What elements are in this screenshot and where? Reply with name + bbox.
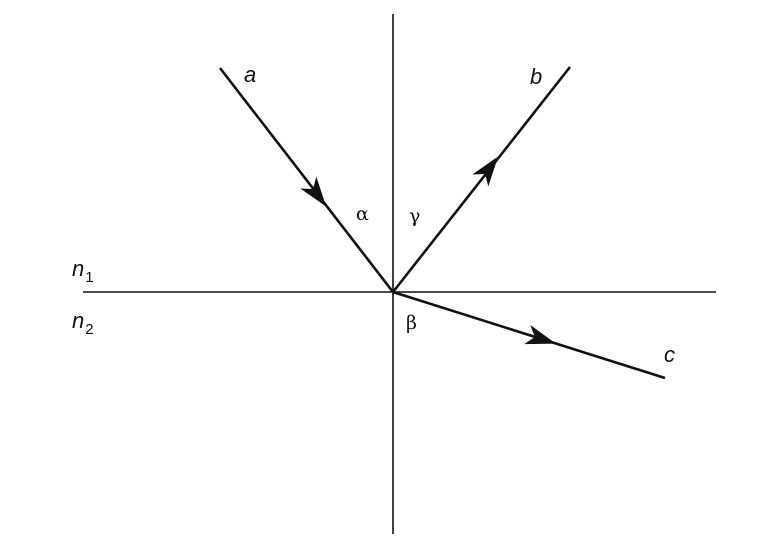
medium-n1-symbol: n [72,256,85,281]
refracted-ray [392,290,666,380]
medium-n2-subscript: 2 [85,321,94,338]
reflected-ray [391,66,572,293]
medium-n1-subscript: 1 [85,269,94,286]
incident-ray [218,67,395,293]
label-ray-a: a [244,62,257,87]
label-angle-gamma: γ [409,205,421,227]
medium-n2-symbol: n [72,308,85,333]
label-angle-beta: β [406,312,417,334]
label-medium-n2: n2 [72,308,94,338]
label-angle-alpha: α [356,203,369,225]
label-medium-n1: n1 [72,256,94,286]
label-ray-b: b [530,64,543,89]
label-ray-c: c [664,342,675,367]
